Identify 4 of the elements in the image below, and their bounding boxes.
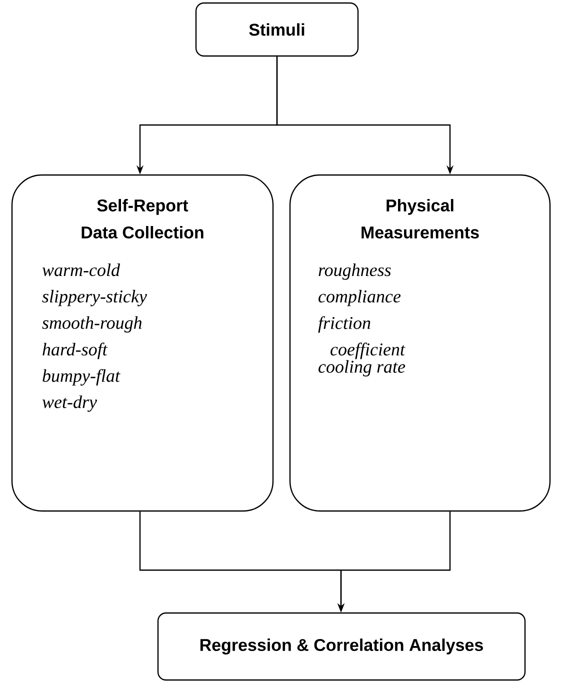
process-box: Physical Measurements roughness compliance friction coefficient cooling rate [289, 174, 551, 512]
process-box: Stimuli [195, 2, 359, 57]
process-box: Regression & Correlation Analyses [157, 612, 526, 681]
process-box: Self-Report Data Collection warm-cold slippery-sticky smooth-rough hard-soft bumpy-flat wet-dry [11, 174, 274, 512]
